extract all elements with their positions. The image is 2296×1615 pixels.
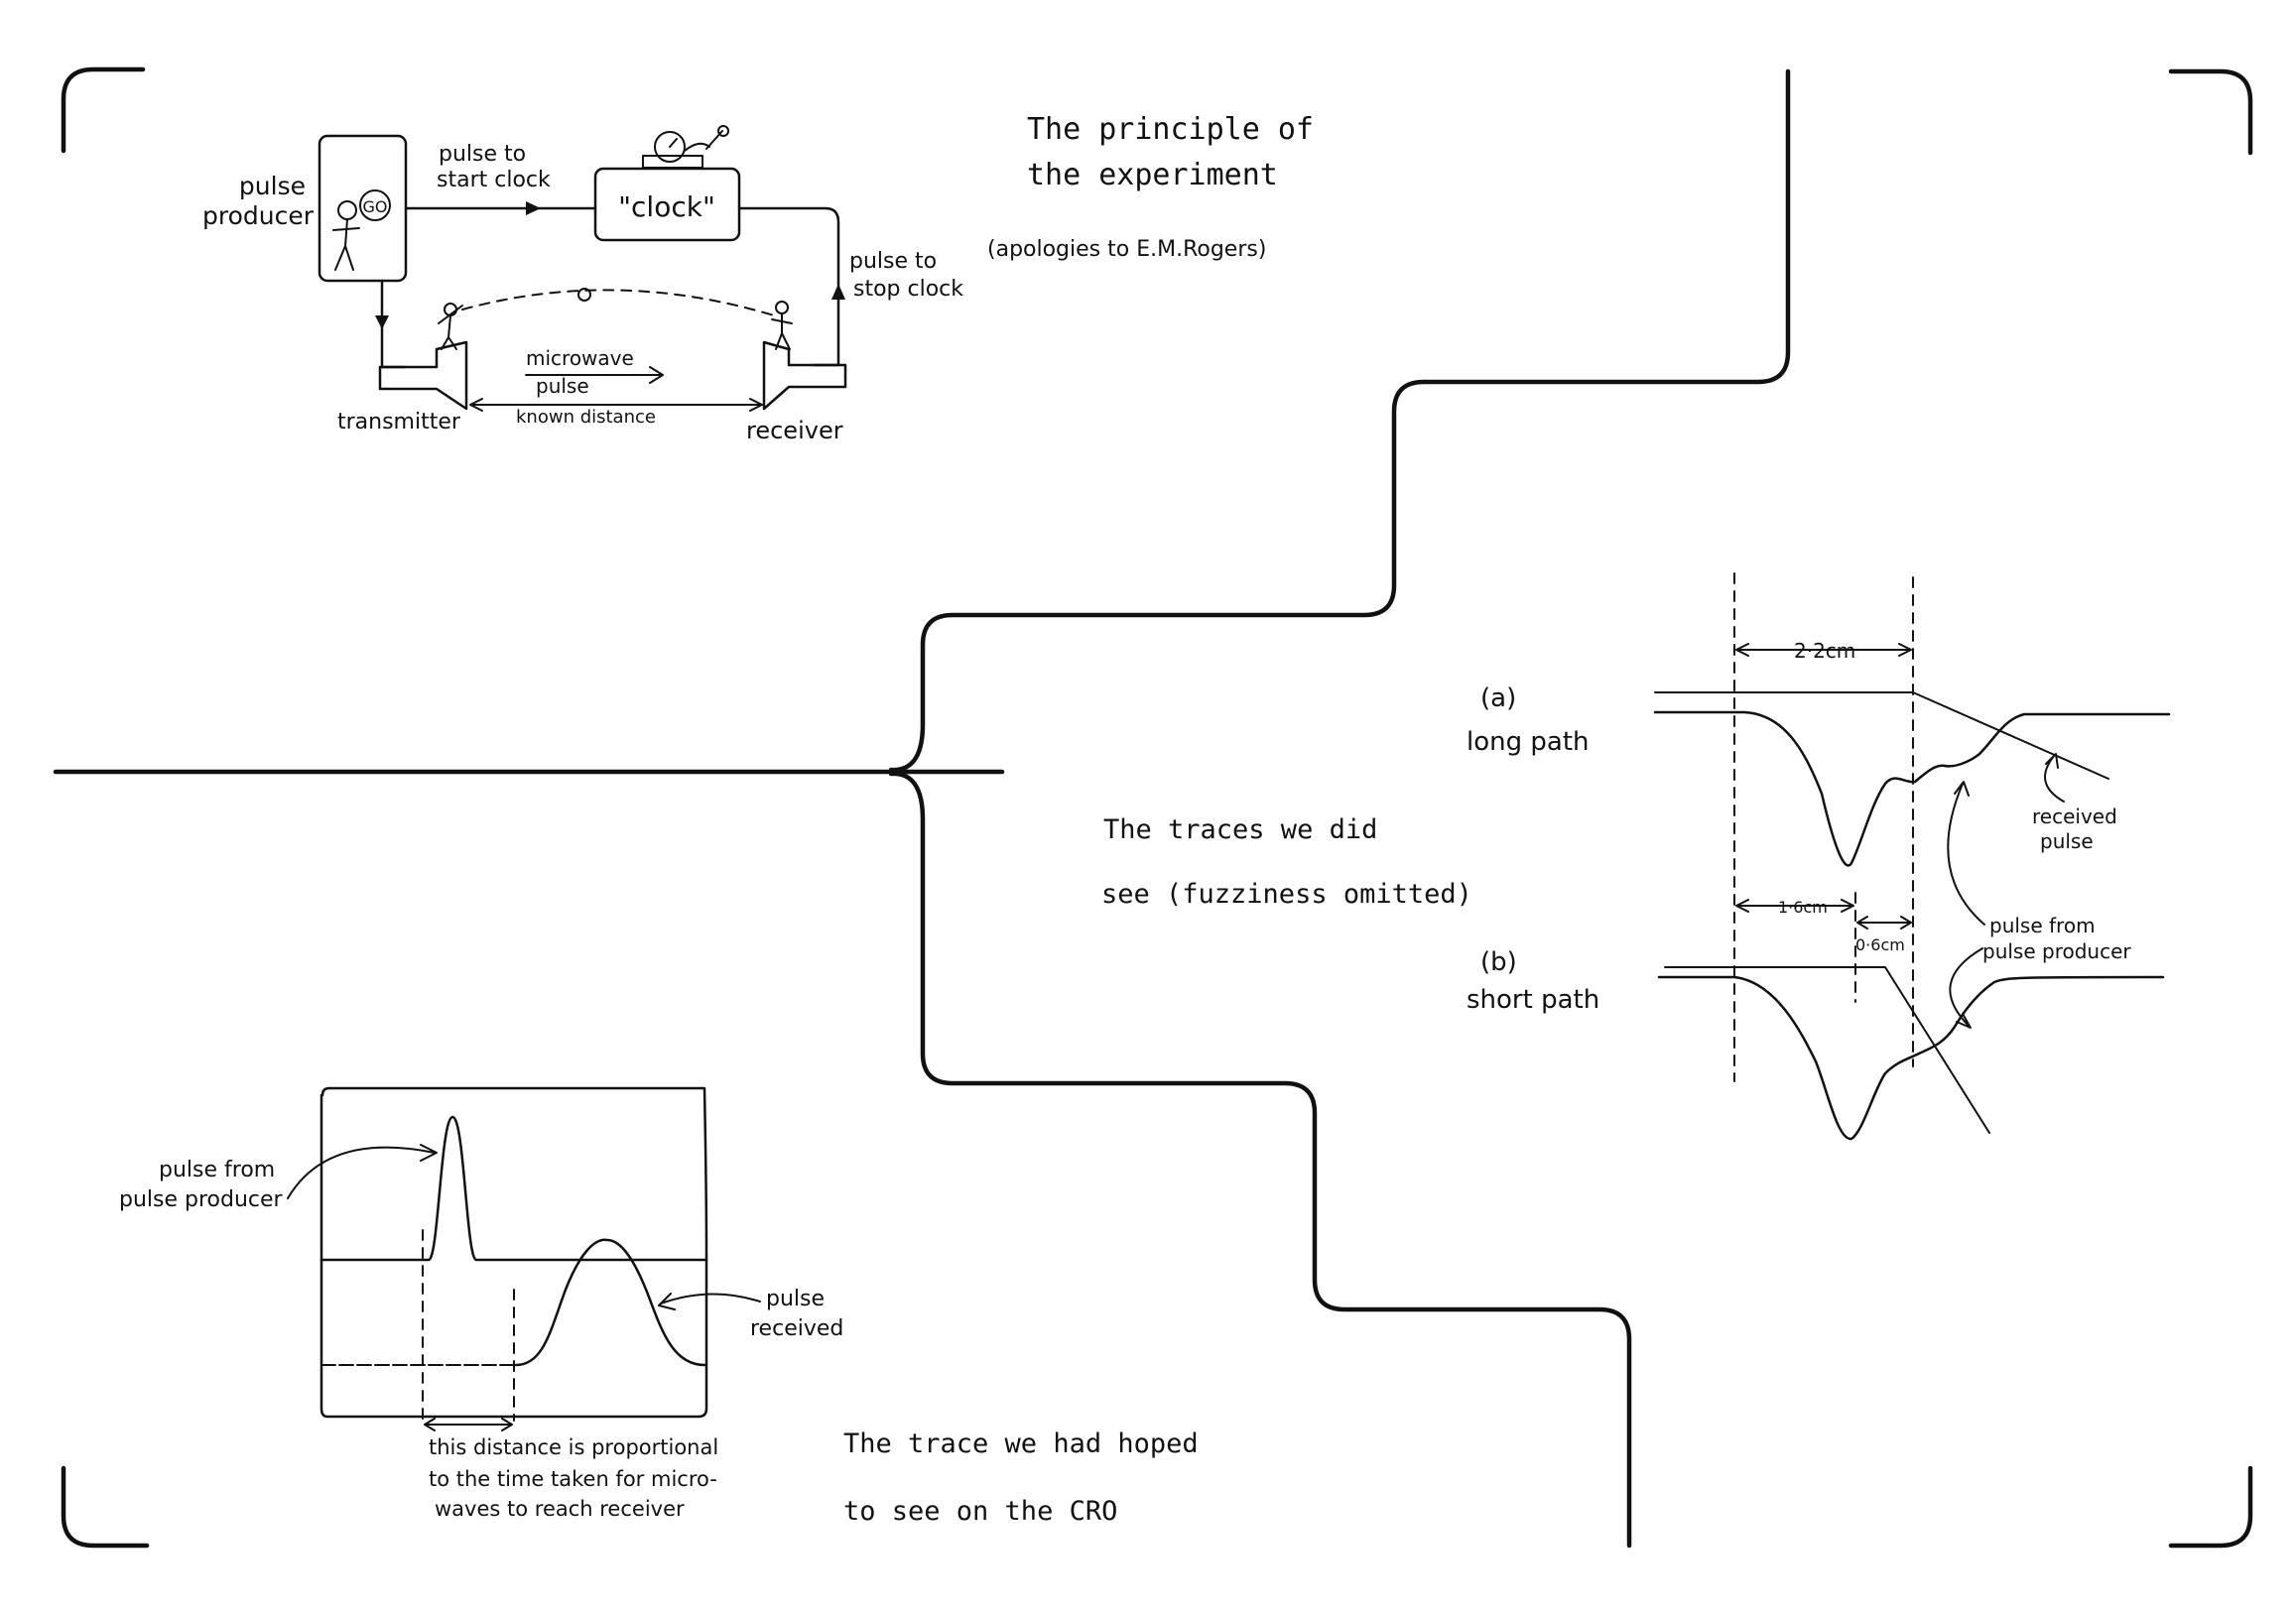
known-distance-label: known distance [516, 407, 656, 428]
cro-screen [319, 1086, 708, 1419]
ball [577, 288, 591, 302]
microwave-arrow [525, 366, 664, 384]
cro-received-label-line2: received [750, 1316, 843, 1341]
crop-mark-top-left [61, 66, 146, 154]
trace-a-received-pulse [1653, 710, 2171, 867]
known-distance-arrow [469, 398, 763, 412]
dimension-22 [1735, 643, 1912, 657]
proportional-distance-arrow [424, 1418, 513, 1431]
hoped-heading-line2: to see on the CRO [843, 1496, 1117, 1527]
cro-producer-label-line1: pulse from [159, 1158, 275, 1182]
pulse-stop-label-line2: stop clock [853, 277, 963, 302]
cro-received-pulse [514, 1238, 706, 1367]
crop-mark-top-right [2168, 68, 2253, 156]
cro-received-pointer [658, 1293, 761, 1310]
transmitter-label: transmitter [337, 410, 461, 435]
cro-note-line2: to the time taken for micro- [429, 1467, 717, 1491]
pulse-stop-label-line1: pulse to [849, 249, 937, 274]
trace-b-baseline [1664, 966, 1990, 1134]
dimension-06 [1856, 916, 1912, 930]
ball-trajectory [461, 289, 775, 316]
cro-note-line1: this distance is proportional [429, 1435, 718, 1459]
received-pulse-pointer [2044, 753, 2065, 803]
producer-pulse-label-line2: pulse producer [1982, 939, 2131, 963]
stop-pulse-arrowhead [831, 284, 845, 300]
stick-figure-go: GO [332, 189, 391, 271]
trace-a-baseline [1654, 691, 2109, 780]
dimension-22-label: 2·2cm [1794, 639, 1855, 663]
go-label: GO [363, 197, 388, 216]
transmitter-horn [378, 340, 468, 411]
receiver-label: receiver [746, 417, 843, 444]
stop-pulse-line [737, 206, 840, 367]
trace-b-label: (b) [1480, 947, 1517, 977]
trace-a-label: (a) [1480, 683, 1516, 713]
trace-b-received-pulse [1657, 975, 2165, 1141]
transmitter-feed-line [380, 279, 407, 369]
dimension-16 [1735, 899, 1854, 913]
divider-upper [888, 68, 1791, 773]
dimension-16-label: 1·6cm [1778, 898, 1828, 917]
crop-marks [61, 66, 2253, 1549]
observed-heading-line2: see (fuzziness omitted) [1101, 879, 1472, 910]
principle-title-line2: the experiment [1027, 158, 1278, 192]
principle-section: The principle of the experiment (apologi… [202, 112, 1314, 444]
cro-note-line3: waves to reach receiver [435, 1497, 685, 1521]
producer-pulse-pointer-lower [1949, 947, 1983, 1029]
observed-section: The traces we did see (fuzziness omitted… [1101, 572, 2171, 1141]
hoped-heading-line1: The trace we had hoped [843, 1429, 1199, 1459]
received-pulse-label-line2: pulse [2040, 829, 2094, 853]
start-pulse-arrowhead [526, 201, 541, 215]
pulse-start-label-line2: start clock [437, 168, 551, 192]
producer-pulse-pointer-upper [1947, 781, 1985, 926]
clock-label: "clock" [618, 190, 715, 223]
pulse-producer-label-line1: pulse [239, 172, 306, 200]
hoped-section: The trace we had hoped to see on the CRO… [119, 1086, 1199, 1527]
crop-mark-bottom-right [2168, 1465, 2253, 1549]
pulse-start-label-line1: pulse to [439, 142, 526, 167]
crop-mark-bottom-left [61, 1465, 150, 1549]
pulse-producer-label-line2: producer [202, 201, 315, 230]
thrower-figure [438, 303, 463, 350]
microwave-label-line2: pulse [536, 374, 589, 398]
microwave-label-line1: microwave [526, 346, 634, 370]
catcher-figure [771, 301, 793, 350]
transmitter-feed-arrowhead [375, 315, 389, 329]
cro-producer-label-line2: pulse producer [119, 1187, 284, 1212]
observed-heading-line1: The traces we did [1103, 814, 1377, 845]
trace-b-caption: short path [1467, 985, 1599, 1015]
cro-trace [319, 1115, 708, 1262]
divider-lower [888, 771, 1632, 1549]
cro-received-label-line1: pulse [766, 1287, 825, 1311]
principle-credit: (apologies to E.M.Rogers) [987, 237, 1266, 262]
section-dividers [53, 68, 1791, 1549]
receiver-horn [762, 340, 847, 411]
received-pulse-label-line1: received [2032, 805, 2117, 828]
dimension-06-label: 0·6cm [1855, 935, 1905, 954]
clock-watcher-icon [642, 125, 729, 169]
trace-a-caption: long path [1467, 727, 1590, 757]
principle-title-line1: The principle of [1027, 112, 1314, 147]
producer-pulse-label-line1: pulse from [1989, 914, 2096, 937]
cro-producer-pointer [287, 1144, 438, 1199]
